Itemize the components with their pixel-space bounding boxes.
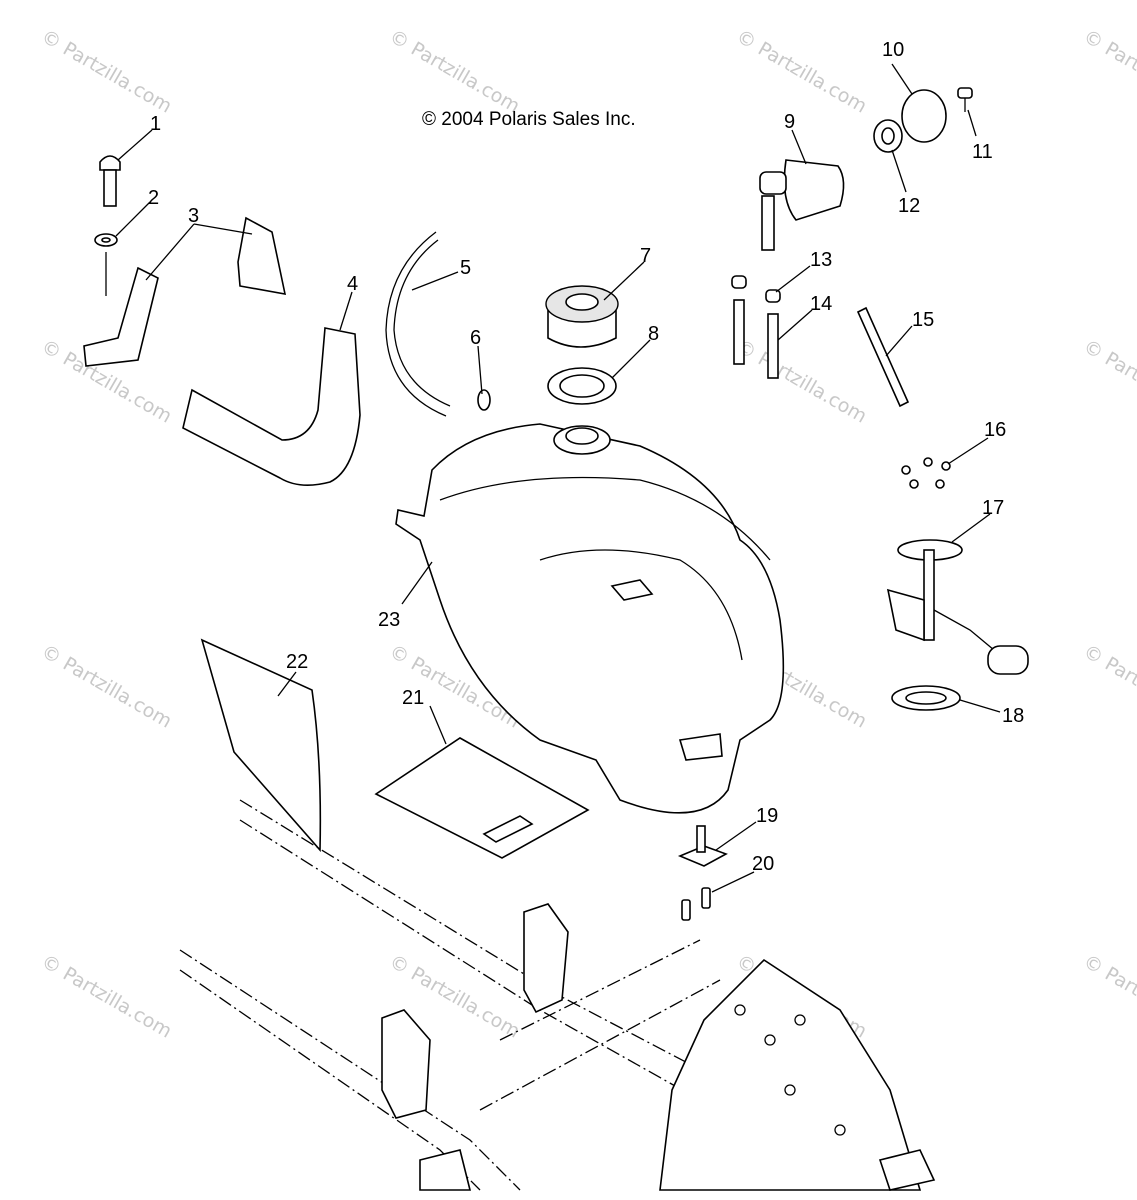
callout-6[interactable]: 6 bbox=[470, 327, 481, 349]
part-20-screws[interactable] bbox=[681, 887, 711, 921]
copyright-text: © 2004 Polaris Sales Inc. bbox=[422, 109, 636, 130]
part-18-gasket[interactable] bbox=[891, 685, 961, 711]
part-17-fuel-sender[interactable] bbox=[886, 539, 1029, 675]
watermark: © Partzilla.com bbox=[733, 25, 871, 117]
callout-11[interactable]: 11 bbox=[972, 141, 993, 163]
callout-23[interactable]: 23 bbox=[378, 609, 400, 631]
callout-5[interactable]: 5 bbox=[460, 257, 471, 279]
part-12-nut[interactable] bbox=[873, 119, 903, 153]
part-8-seal[interactable] bbox=[547, 367, 617, 405]
part-3-brackets[interactable] bbox=[83, 216, 287, 367]
watermark: © Partzilla.com bbox=[1080, 950, 1137, 1042]
watermark: © Partzilla.com bbox=[1080, 640, 1137, 732]
callout-15[interactable]: 15 bbox=[912, 309, 934, 331]
callout-2[interactable]: 2 bbox=[148, 187, 159, 209]
part-13-caps[interactable] bbox=[731, 275, 781, 303]
part-11-screw[interactable] bbox=[957, 87, 973, 112]
frame-assembly bbox=[179, 799, 936, 1191]
callout-19[interactable]: 19 bbox=[756, 805, 778, 827]
callout-labels: 1 2 3 4 5 6 7 8 9 10 11 12 13 14 15 16 1… bbox=[148, 39, 1024, 875]
part-9-valve[interactable] bbox=[759, 159, 845, 251]
watermark: © Partzilla.com bbox=[38, 640, 176, 732]
part-2-washer[interactable] bbox=[94, 233, 118, 296]
callout-12[interactable]: 12 bbox=[898, 195, 920, 217]
watermark: © Partzilla.com bbox=[733, 335, 871, 427]
part-19-bracket[interactable] bbox=[677, 825, 728, 867]
watermark: © Partzilla.com bbox=[38, 25, 176, 117]
callout-1[interactable]: 1 bbox=[150, 113, 161, 135]
part-21-pad[interactable] bbox=[374, 737, 590, 859]
callout-8[interactable]: 8 bbox=[648, 323, 659, 345]
callout-14[interactable]: 14 bbox=[810, 293, 832, 315]
part-6-clamp[interactable] bbox=[477, 389, 491, 411]
callout-17[interactable]: 17 bbox=[982, 497, 1004, 519]
part-15-rod[interactable] bbox=[856, 306, 910, 408]
callout-16[interactable]: 16 bbox=[984, 419, 1006, 441]
watermark: © Partzilla.com bbox=[1080, 335, 1137, 427]
leader-lines bbox=[115, 63, 1001, 893]
part-14-tubes[interactable] bbox=[733, 299, 779, 379]
callout-7[interactable]: 7 bbox=[640, 245, 651, 267]
part-10-disc[interactable] bbox=[901, 89, 947, 143]
part-5-hose[interactable] bbox=[385, 231, 451, 417]
watermark: © Partzilla.com bbox=[386, 25, 524, 117]
part-7-fuel-cap[interactable] bbox=[545, 285, 619, 348]
callout-22[interactable]: 22 bbox=[286, 651, 308, 673]
callout-21[interactable]: 21 bbox=[402, 687, 424, 709]
callout-10[interactable]: 10 bbox=[882, 39, 904, 61]
watermark: © Partzilla.com bbox=[38, 950, 176, 1042]
callout-18[interactable]: 18 bbox=[1002, 705, 1024, 727]
callout-3[interactable]: 3 bbox=[188, 205, 199, 227]
callout-13[interactable]: 13 bbox=[810, 249, 832, 271]
part-1-bolt[interactable] bbox=[99, 155, 121, 207]
part-16-screws[interactable] bbox=[901, 457, 951, 489]
part-22-pad[interactable] bbox=[200, 638, 322, 853]
callout-9[interactable]: 9 bbox=[784, 111, 795, 133]
part-23-fuel-tank[interactable] bbox=[395, 423, 785, 814]
callout-20[interactable]: 20 bbox=[752, 853, 774, 875]
callout-4[interactable]: 4 bbox=[347, 273, 358, 295]
part-4-pad[interactable] bbox=[182, 327, 361, 486]
watermark: © Partzilla.com bbox=[1080, 25, 1137, 117]
